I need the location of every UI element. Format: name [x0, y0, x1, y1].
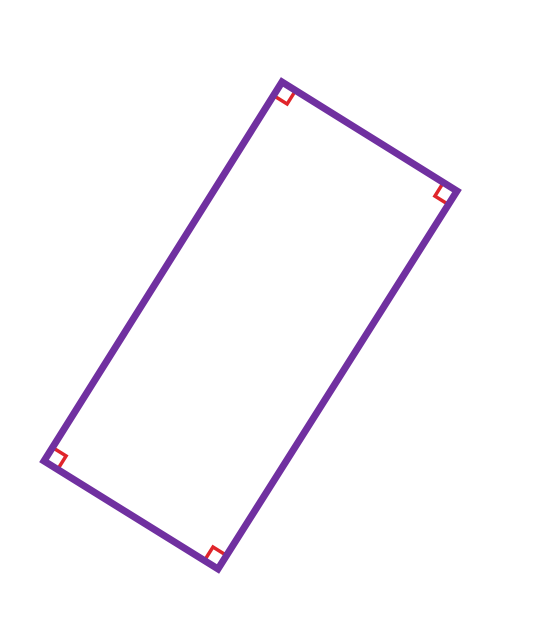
right-angle-marker-top: [272, 89, 298, 107]
right-angle-marker-left: [51, 446, 69, 471]
right-angle-marker-right: [432, 181, 450, 206]
right-angle-marker-bottom: [202, 544, 228, 562]
rectangle-outline: [39, 77, 462, 574]
right-angle-markers: [51, 89, 450, 562]
